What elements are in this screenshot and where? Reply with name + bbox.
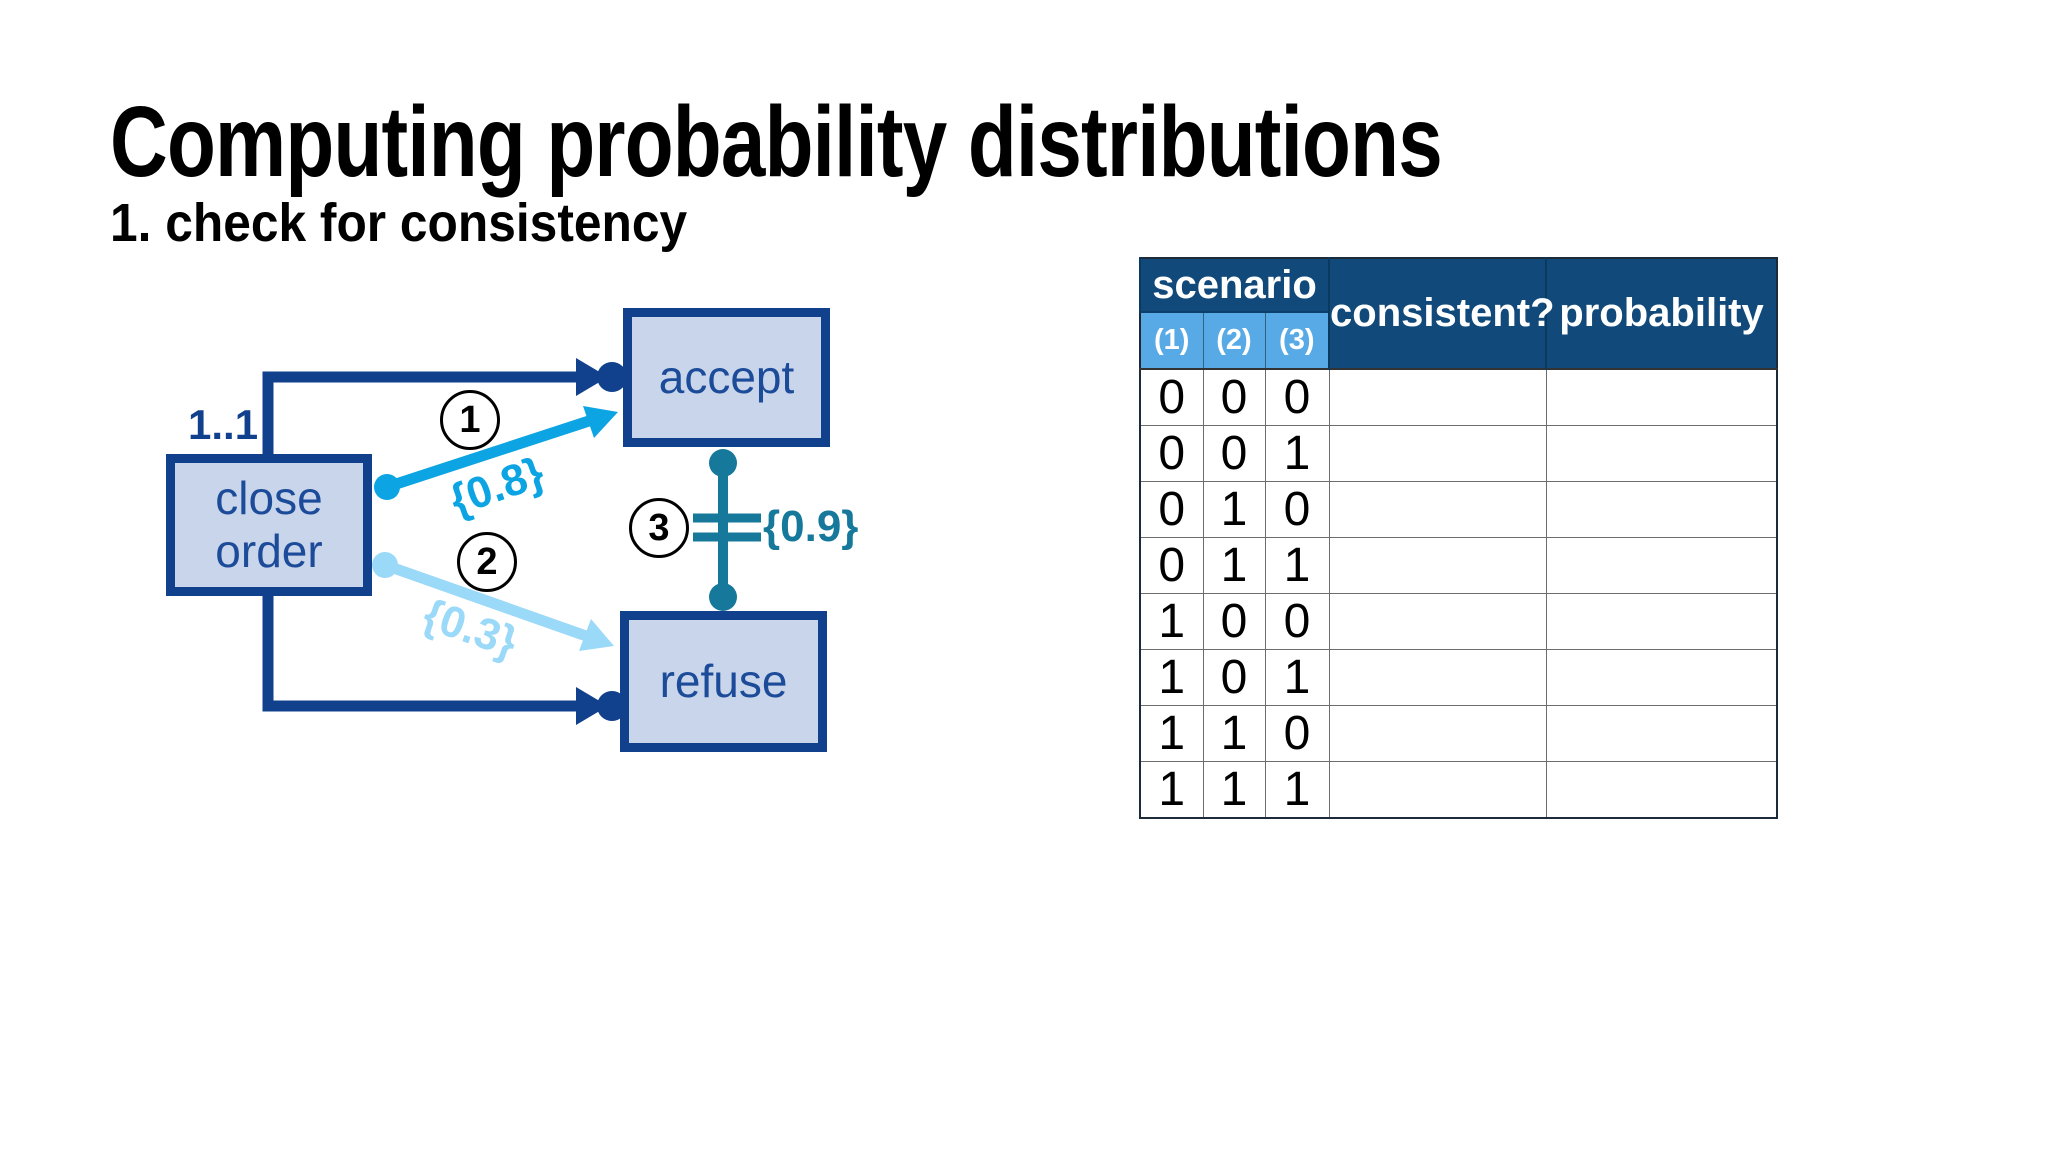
probability-cell [1545,649,1778,706]
edge-close-to-accept [262,358,627,460]
scenario-cell: 0 [1202,425,1266,482]
probability-cell [1545,705,1778,762]
edge-1-arrow [374,406,618,500]
connector-dot [597,691,627,721]
consistent-cell [1328,593,1547,650]
table-row: 0 1 0 [1139,481,1778,538]
multiplicity-label: 1..1 [188,401,259,448]
probability-cell [1545,481,1778,538]
edge-1-number-badge: 1 [440,390,500,450]
scenario-cell: 1 [1202,537,1266,594]
table-row: 0 0 0 [1139,368,1778,426]
scenario-cell: 1 [1264,649,1330,706]
edge-3-probability-label: {0.9} [763,502,859,551]
arrowhead-icon [583,406,618,438]
probability-cell [1545,368,1778,426]
scenario-cell: 0 [1264,481,1330,538]
scenario-cell: 1 [1139,649,1204,706]
scenario-cell: 0 [1264,593,1330,650]
page-title: Computing probability distributions [110,86,1443,198]
consistent-cell [1328,368,1547,426]
node-accept: accept [623,308,830,447]
scenario-cell: 0 [1139,481,1204,538]
table-row: 0 1 1 [1139,537,1778,594]
scenario-cell: 0 [1139,425,1204,482]
scenario-cell: 0 [1202,593,1266,650]
edge-2-number-badge: 2 [457,532,517,592]
scenario-cell: 1 [1264,425,1330,482]
scenario-header: scenario [1138,258,1330,312]
scenario-cell: 1 [1139,761,1204,819]
probability-cell [1545,425,1778,482]
probability-cell [1545,537,1778,594]
edge-close-to-refuse [262,590,627,725]
table-row: 1 0 1 [1139,649,1778,706]
consistent-cell [1328,761,1547,819]
table-row: 1 1 0 [1139,705,1778,762]
consistent-cell [1328,649,1547,706]
arrowhead-icon [576,358,608,396]
connector-dot [374,474,400,500]
node-label-line: order [215,525,323,577]
scenario-cell: 0 [1139,537,1204,594]
edge-3-number-badge: 3 [629,498,689,558]
scenario-cell: 1 [1202,481,1266,538]
subheader-3: (3) [1264,311,1330,370]
edge-line [262,590,576,712]
table-row: 1 1 1 [1139,761,1778,819]
table-row: 1 0 0 [1139,593,1778,650]
subheader-2: (2) [1202,311,1266,370]
edge-line [385,414,594,493]
consistent-header: consistent? [1328,258,1555,369]
probability-cell [1545,593,1778,650]
arrowhead-icon [576,687,608,725]
node-refuse: refuse [620,611,827,752]
consistent-cell [1328,705,1547,762]
scenario-cell: 1 [1139,593,1204,650]
scenario-cell: 1 [1202,705,1266,762]
page-subtitle: 1. check for consistency [110,193,688,253]
edge-2-arrow [372,552,614,651]
scenario-cell: 1 [1264,761,1330,819]
edge-line [262,371,576,460]
scenario-cell: 1 [1139,705,1204,762]
scenario-table: scenario consistent? probability (1) (2)… [1138,257,1779,819]
scenario-cell: 1 [1202,761,1266,819]
consistent-cell [1328,425,1547,482]
probability-header: probability [1545,258,1778,369]
arrowhead-icon [579,619,614,651]
connector-dot [709,583,737,611]
scenario-cell: 0 [1202,368,1266,426]
scenario-cell: 0 [1264,705,1330,762]
node-label: refuse [659,655,788,708]
scenario-cell: 0 [1264,368,1330,426]
table-header: scenario consistent? probability (1) (2)… [1138,258,1778,370]
consistent-cell [1328,537,1547,594]
scenario-cell: 0 [1202,649,1266,706]
probability-cell [1545,761,1778,819]
connector-dot [709,449,737,477]
edge-3-constraint [693,449,761,611]
scenario-cell: 0 [1139,368,1204,426]
connector-dot [597,362,627,392]
node-label-line: close [215,472,323,525]
table-row: 0 0 1 [1139,425,1778,482]
subheader-1: (1) [1139,311,1204,370]
node-close-order: close order [166,454,372,596]
consistent-cell [1328,481,1547,538]
scenario-cell: 1 [1264,537,1330,594]
edge-line [383,559,591,643]
node-label: accept [658,351,795,404]
connector-dot [372,552,398,578]
